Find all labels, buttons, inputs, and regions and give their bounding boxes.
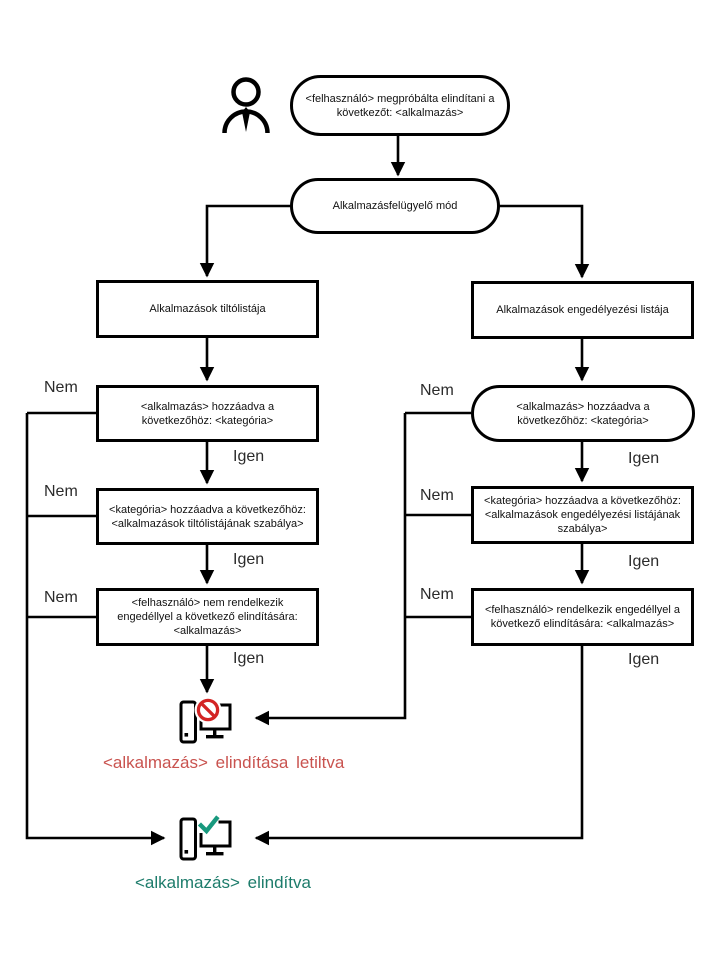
label-no-allow-1: Nem [420,382,454,399]
node-allow-user-has-permission-label: <felhasználó> rendelkezik engedéllyel a … [484,604,681,630]
computer-allowed-icon [179,815,232,861]
node-deny-category-in-rule-label: <kategória> hozzáadva a következőhöz: <a… [109,503,306,530]
node-allowlist-label: Alkalmazások engedélyezési listája [496,304,669,316]
node-deny-app-in-category: <alkalmazás> hozzáadva a következőhöz: <… [96,385,319,442]
node-deny-user-no-permission: <felhasználó> nem rendelkezik engedéllye… [96,588,319,646]
node-start-label: <felhasználó> megpróbálta elindítani a k… [305,92,495,119]
label-yes-allow-2: Igen [628,553,660,570]
label-no-allow-3: Nem [420,586,454,603]
connector-deny-no-to-allowed [25,413,166,846]
connector-allow-yes-to-allowed [254,646,584,846]
node-denylist-label: Alkalmazások tiltólistája [149,303,266,315]
node-allow-category-in-rule-label: <kategória> hozzáadva a következőhöz: <a… [484,495,681,535]
node-allow-user-has-permission: <felhasználó> rendelkezik engedéllyel a … [471,588,694,646]
node-deny-app-in-category-label: <alkalmazás> hozzáadva a következőhöz: <… [140,400,275,427]
label-no-allow-2: Nem [420,487,454,504]
node-deny-user-no-permission-label: <felhasználó> nem rendelkezik engedéllye… [117,597,298,637]
label-yes-deny-2: Igen [233,551,265,568]
node-mode-label: Alkalmazásfelügyelő mód [332,200,458,212]
node-allow-app-in-category-label: <alkalmazás> hozzáadva a következőhöz: <… [516,400,650,427]
label-yes-allow-3: Igen [628,651,660,668]
label-no-deny-3: Nem [44,589,78,606]
result-allowed-text: <alkalmazás> elindítva [135,873,311,892]
user-icon [222,77,270,134]
connector-mode-to-allowlist [499,204,590,279]
label-no-deny-1: Nem [44,379,78,396]
connector-allow-no-to-blocked [254,413,407,726]
label-yes-allow-1: Igen [628,450,660,467]
node-allow-app-in-category: <alkalmazás> hozzáadva a következőhöz: <… [471,385,695,442]
label-no-deny-2: Nem [44,483,78,500]
computer-blocked-icon [179,697,232,744]
node-allowlist: Alkalmazások engedélyezési listája [471,281,694,339]
label-yes-deny-1: Igen [233,448,265,465]
result-blocked-text: <alkalmazás> elindítása letiltva [103,753,345,772]
node-deny-category-in-rule: <kategória> hozzáadva a következőhöz: <a… [96,488,319,545]
node-application-control-mode: Alkalmazásfelügyelő mód [290,178,500,234]
connector-deny-no-joins [27,411,96,619]
connector-allow-no-joins [405,411,471,619]
connector-mode-to-denylist [199,204,291,278]
node-denylist: Alkalmazások tiltólistája [96,280,319,338]
node-allow-category-in-rule: <kategória> hozzáadva a következőhöz: <a… [471,486,694,544]
label-yes-deny-3: Igen [233,650,265,667]
node-start: <felhasználó> megpróbálta elindítani a k… [290,75,510,136]
